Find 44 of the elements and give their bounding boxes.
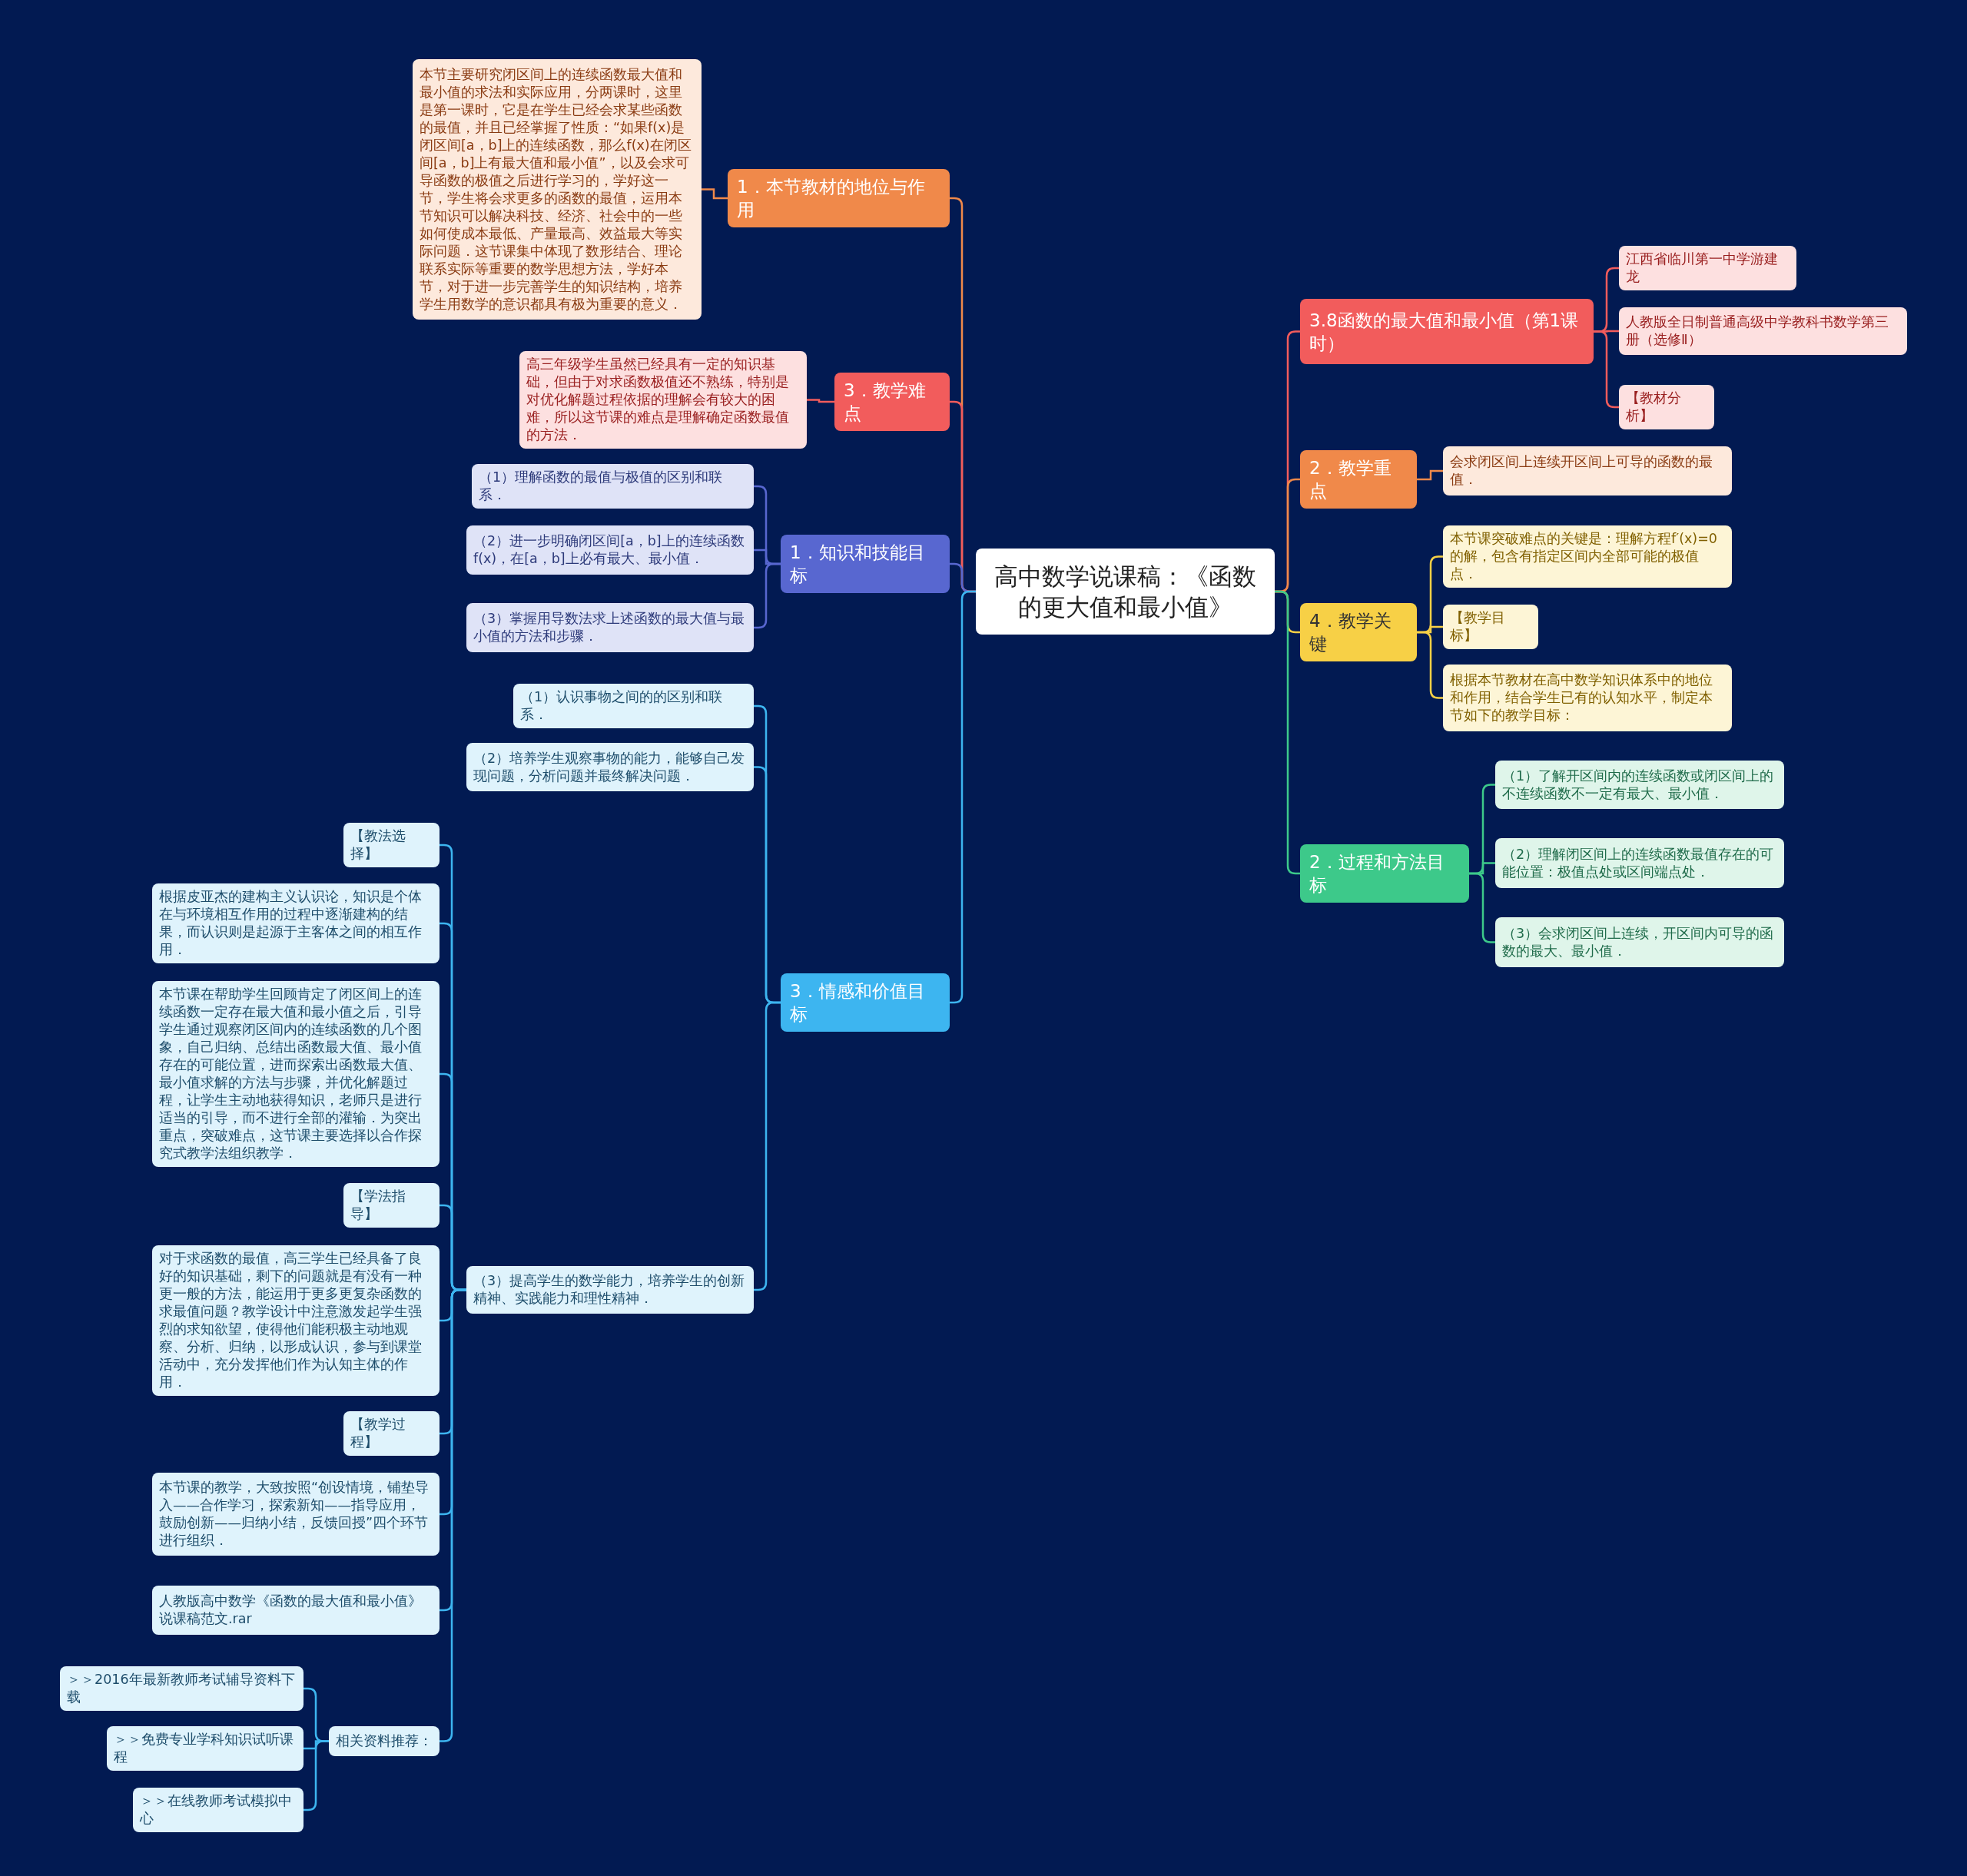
- subtopic-box: （3）提高学生的数学能力，培养学生的创新精神、实践能力和理性精神．: [466, 1266, 754, 1314]
- subtopic-box: （3）会求闭区间上连续，开区间内可导的函数的最大、最小值．: [1495, 917, 1784, 967]
- subtopic-box: 会求闭区间上连续开区间上可导的函数的最值．: [1443, 446, 1732, 496]
- branch-topic-box: 3.8函数的最大值和最小值（第1课时）: [1300, 299, 1594, 364]
- subtopic-box: 对于求函数的最值，高三学生已经具备了良好的知识基础，剩下的问题就是有没有一种更一般的方法，能运用于更多更复杂函数的求最值问题？教学设计中注意激发起学生强烈的求知欲望，使得他们能积极主动地观察、分析、归纳，以形成认识，参与到课堂活动中，充分发挥他们作为认知主体的作用．: [152, 1245, 440, 1396]
- subtopic-box: ＞＞2016年最新教师考试辅导资料下载: [60, 1666, 304, 1711]
- branch-topic-box: 3．情感和价值目标: [781, 973, 950, 1032]
- subtopic-box: 人教版全日制普通高级中学教科书数学第三册（选修Ⅱ）: [1619, 307, 1907, 355]
- connector-line: [1594, 330, 1619, 409]
- branch-topic-box: 2．过程和方法目标: [1300, 844, 1469, 903]
- subtopic-box: 江西省临川第一中学游建龙: [1619, 246, 1796, 290]
- branch-topic-box: 1．本节教材的地位与作用: [728, 169, 950, 227]
- subtopic-box: （1）认识事物之间的的区别和联系．: [513, 684, 754, 728]
- subtopic-box: 本节主要研究闭区间上的连续函数最大值和最小值的求法和实际应用，分两课时，这里是第一课时，它是在学生已经会求某些函数的最值，并且已经掌握了性质：“如果f(x)是闭区间[a，b]上的连续函数，那么f(x)在闭区间[a，b]上有最大值和最小值”，以及会求可导函数的极值之后进行学习的，学好这一节，学生将会求更多的函数的最值，运用本节知识可以解决科技、经济、社会中的一些如何使成本最低、产量最高、效益最大等实际问题．这节课集中体现了数形结合、理论联系实际等重要的数学思想方法，学好本节，对于进一步完善学生的知识结构，培养学生用数学的意识都具有极为重要的意义．: [413, 59, 702, 320]
- subtopic-box: 人教版高中数学《函数的最大值和最小值》说课稿范文.rar: [152, 1586, 440, 1635]
- connector-line: [702, 188, 728, 200]
- central-topic-box: 高中数学说课稿：《函数的更大值和最小值》: [976, 549, 1275, 635]
- subtopic-box: （3）掌握用导数法求上述函数的最大值与最小值的方法和步骤．: [466, 603, 754, 652]
- subtopic-box: （1）了解开区间内的连续函数或闭区间上的不连续函数不一定有最大、最小值．: [1495, 761, 1784, 809]
- subtopic-box: ＞＞在线教师考试模拟中心: [133, 1788, 304, 1832]
- subtopic-box: （2）培养学生观察事物的能力，能够自己发现问题，分析问题并最终解决问题．: [466, 743, 754, 791]
- subtopic-box: 本节课突破难点的关键是：理解方程f′(x)=0的解，包含有指定区间内全部可能的极值点．: [1443, 525, 1732, 588]
- subtopic-box: 本节课的教学，大致按照“创设情境，铺垫导入——合作学习，探索新知——指导应用，鼓励创新——归纳小结，反馈回授”四个环节进行组织．: [152, 1473, 440, 1556]
- connector-line: [1417, 631, 1443, 699]
- subtopic-box: 【教材分析】: [1619, 385, 1714, 429]
- branch-topic-box: 4．教学关键: [1300, 603, 1417, 661]
- subtopic-box: （2）理解闭区间上的连续函数最值存在的可能位置：极值点处或区间端点处．: [1495, 838, 1784, 888]
- subtopic-box: （1）理解函数的最值与极值的区别和联系．: [472, 464, 754, 509]
- subtopic-box: 【教学过程】: [343, 1411, 440, 1456]
- branch-topic-box: 2．教学重点: [1300, 450, 1417, 509]
- subtopic-box: 根据本节教材在高中数学知识体系中的地位和作用，结合学生已有的认知水平，制定本节如下的教学目标：: [1443, 665, 1732, 731]
- subtopic-box: （2）进一步明确闭区间[a，b]上的连续函数f(x)，在[a，b]上必有最大、最小值．: [466, 525, 754, 575]
- subtopic-box: 【学法指导】: [343, 1183, 440, 1228]
- connector-line: [807, 399, 834, 403]
- subtopic-box: 本节课在帮助学生回顾肯定了闭区间上的连续函数一定存在最大值和最小值之后，引导学生通过观察闭区间内的连续函数的几个图象，自己归纳、总结出函数最大值、最小值存在的可能位置，进而探索出函数最大值、最小值求解的方法与步骤，并优化解题过程，让学生主动地获得知识，老师只是进行适当的引导，而不进行全部的灌输．为突出重点，突破难点，这节课主要选择以合作探究式教学法组织教学．: [152, 981, 440, 1167]
- subtopic-box: 根据皮亚杰的建构主义认识论，知识是个体在与环境相互作用的过程中逐渐建构的结果，而认识则是起源于主客体之间的相互作用．: [152, 883, 440, 963]
- subtopic-box: 高三年级学生虽然已经具有一定的知识基础，但由于对求函数极值还不熟练，特别是对优化解题过程依据的理解会有较大的困难，所以这节课的难点是理解确定函数最值的方法．: [519, 351, 807, 449]
- branch-topic-box: 3．教学难点: [834, 373, 950, 431]
- subtopic-box: 【教学目标】: [1443, 605, 1538, 649]
- subtopic-box: ＞＞免费专业学科知识试听课程: [107, 1726, 304, 1771]
- connector-line: [1417, 469, 1443, 481]
- subtopic-box: 相关资料推荐：: [329, 1726, 440, 1756]
- branch-topic-box: 1．知识和技能目标: [781, 535, 950, 593]
- subtopic-box: 【教法选择】: [343, 823, 440, 867]
